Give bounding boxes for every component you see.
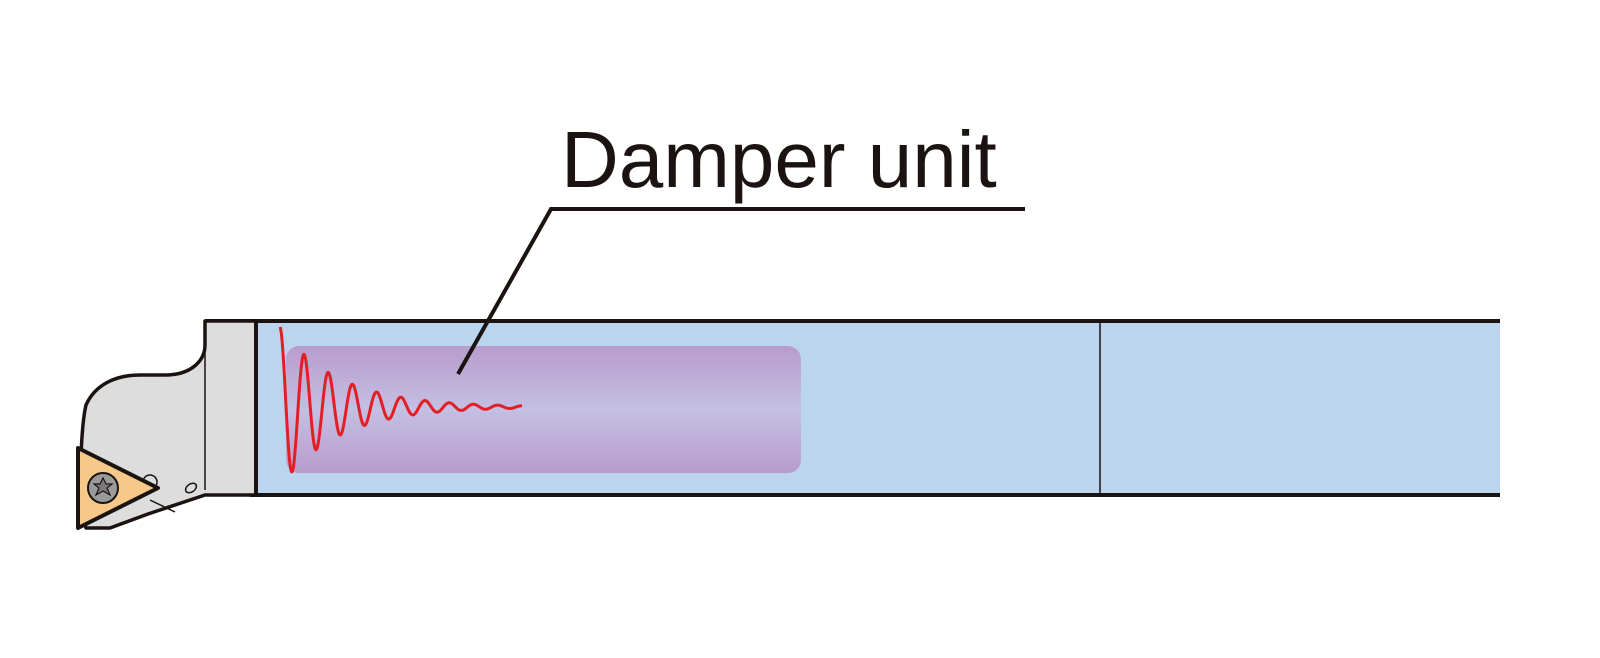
damper-unit-label: Damper unit xyxy=(561,115,997,204)
coolant-hole xyxy=(184,482,198,494)
insert-clamp-screw-icon xyxy=(87,472,119,504)
head-chip-flute xyxy=(149,499,176,513)
callout-leader-line xyxy=(456,207,1025,375)
vibration-waveform xyxy=(278,326,524,474)
damper-unit xyxy=(286,346,801,473)
